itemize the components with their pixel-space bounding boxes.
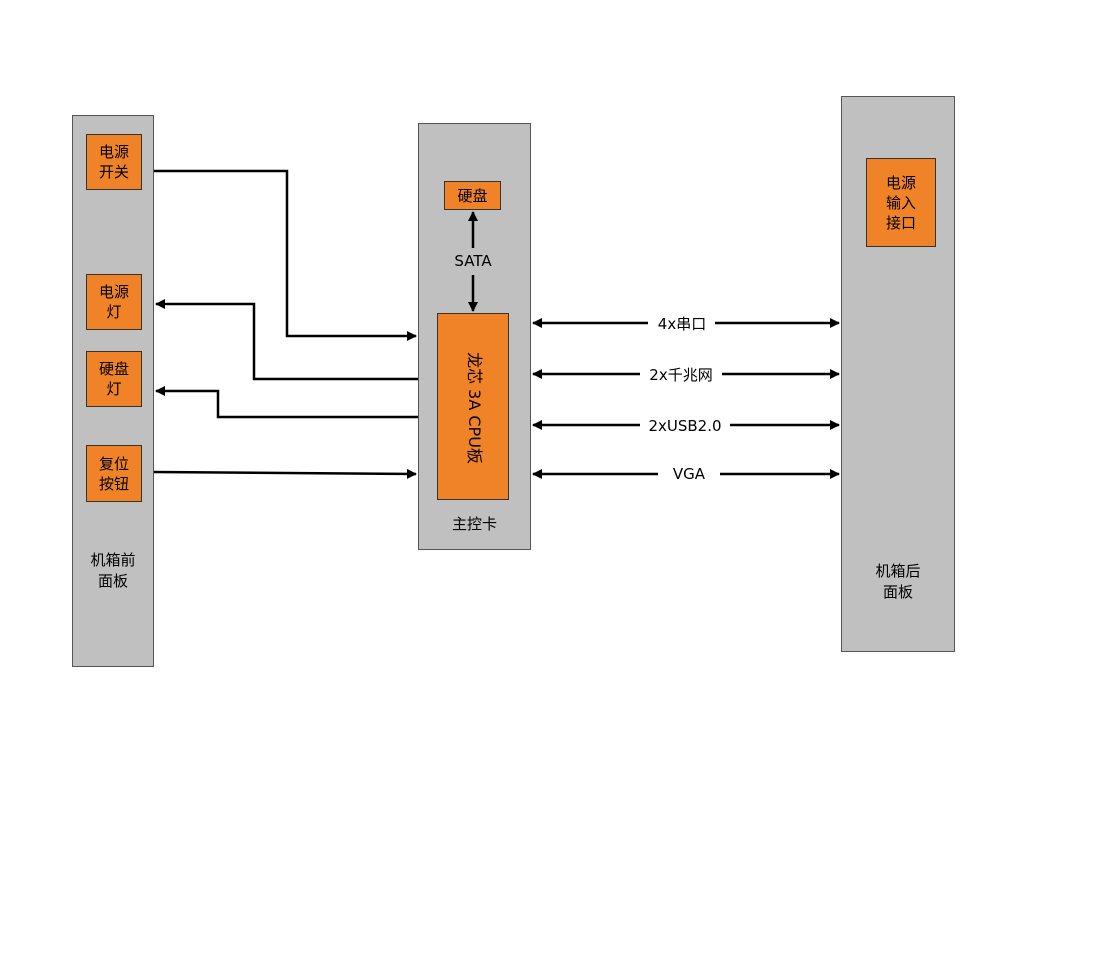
- vga-label: VGA: [673, 465, 706, 483]
- usb-label: 2xUSB2.0: [648, 417, 721, 435]
- power-switch-line: [154, 169, 417, 341]
- ethernet-label: 2x千兆网: [649, 366, 712, 384]
- rear-panel-title: 机箱后面板: [875, 562, 921, 601]
- hdd-led-line: [155, 386, 418, 419]
- power-led-box: 电源灯: [86, 274, 142, 330]
- disk-box: 硬盘: [444, 181, 501, 210]
- serial-label: 4x串口: [658, 315, 706, 333]
- reset-button-box: 复位按钮: [86, 445, 142, 502]
- reset-line: [153, 468, 417, 479]
- power-switch-box: 电源开关: [86, 134, 142, 190]
- hdd-led-box: 硬盘灯: [86, 351, 142, 407]
- cpu-board-box: 龙芯 3A CPU板: [437, 313, 509, 500]
- power-input-box: 电源输入接口: [866, 158, 936, 247]
- sata-label: SATA: [454, 252, 492, 270]
- main-card-title: 主控卡: [451, 515, 497, 533]
- front-panel-title: 机箱前面板: [90, 551, 136, 590]
- power-led-line: [155, 299, 418, 381]
